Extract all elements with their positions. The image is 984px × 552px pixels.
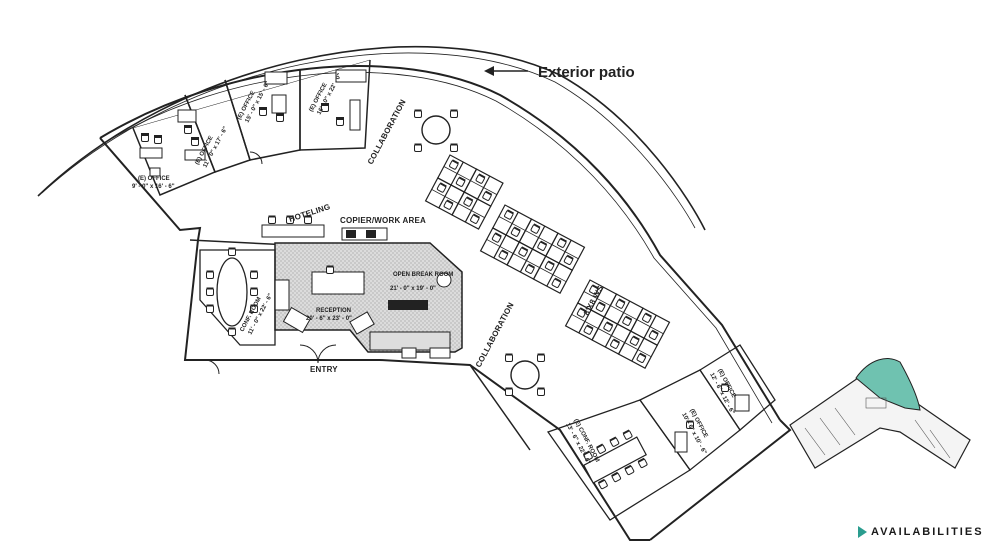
office-furniture [139,69,367,177]
collaboration-top-label: COLLABORATION [366,98,408,166]
copier-label: COPIER/WORK AREA [340,216,426,225]
reception-size: 20' - 6" x 23' - 0" [306,316,352,322]
break-room-size: 21' - 0" x 19' - 0" [390,286,436,292]
lower-right-rooms [546,344,776,521]
office1-size: 9' - 0" x 16' - 6" [132,184,175,190]
exterior-patio-edge [37,46,706,231]
entry-doors [204,151,337,375]
key-plan-map [789,358,971,469]
exterior-patio-arrow [484,66,528,76]
availabilities-label: AVAILABILITIES [871,526,984,538]
highlighted-suite [855,358,921,411]
entry-label: ENTRY [310,365,338,374]
reception-name: RECEPTION [316,308,351,314]
conf-table-right [582,383,750,490]
collaboration-table-top [414,109,458,152]
exterior-patio-callout: Exterior patio [538,64,635,81]
reception-area [274,242,463,359]
hoteling-desks [261,215,388,241]
availabilities-link[interactable]: AVAILABILITIES [858,524,984,540]
collaboration-table-bottom [505,353,545,396]
break-room-name: OPEN BREAK ROOM [393,272,453,278]
left-conference-room [199,247,276,346]
top-offices [132,59,371,196]
play-icon [858,526,867,538]
office1-name: (E) OFFICE [138,176,170,182]
